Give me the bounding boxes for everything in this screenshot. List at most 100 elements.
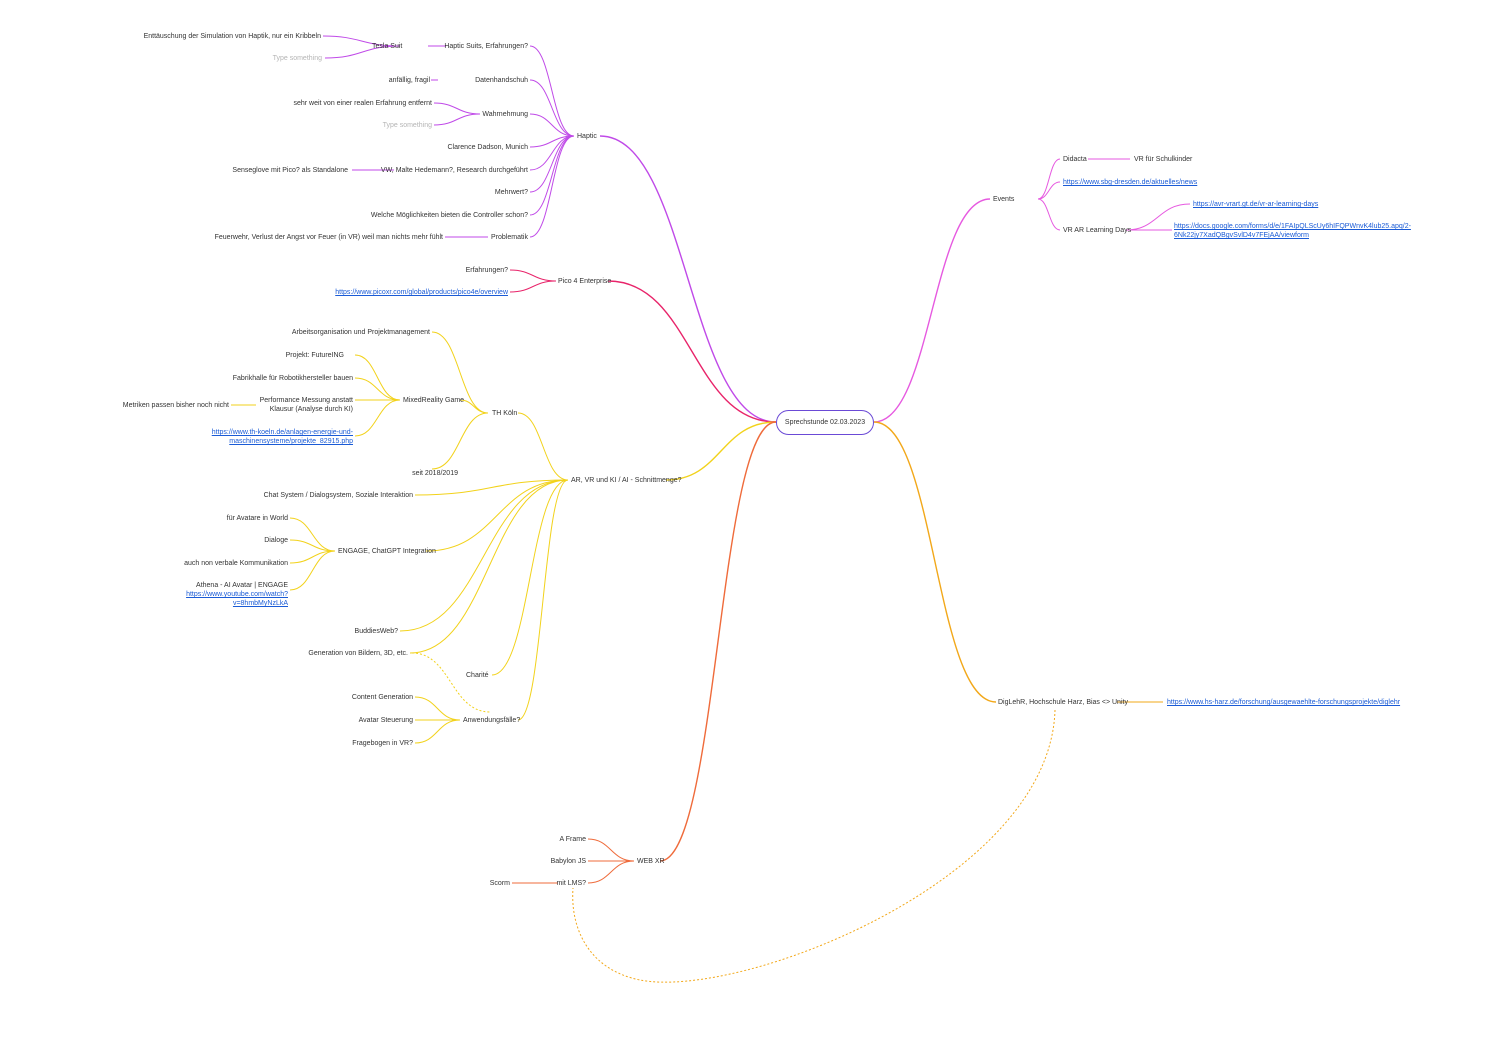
topic-th-koeln[interactable]: TH Köln xyxy=(492,410,518,417)
topic-ar-vr-ki[interactable]: AR, VR und KI / AI - Schnittmenge? xyxy=(571,477,682,484)
connector-31 xyxy=(354,399,401,437)
topic-vr-schulkinder[interactable]: VR für Schulkinder xyxy=(1134,156,1193,163)
topic-mixed-reality[interactable]: MixedReality Game xyxy=(403,397,465,404)
topic-fabrik[interactable]: Fabrikhalle für Robotikhersteller bauen xyxy=(232,375,353,382)
topic-generation[interactable]: Generation von Bildern, 3D, etc. xyxy=(308,650,408,657)
topic-avatare[interactable]: für Avatare in World xyxy=(226,515,288,522)
topic-controller[interactable]: Welche Möglichkeiten bieten die Controll… xyxy=(370,212,528,219)
athena-label: Athena - AI Avatar | ENGAGE xyxy=(196,582,288,589)
link-learning-days[interactable]: https://avr-vrart.gt.de/vr-ar-learning-d… xyxy=(1193,201,1319,208)
topic-diglehr[interactable]: DigLehR, Hochschule Harz, Bias <> Unity xyxy=(998,699,1128,706)
link-pico[interactable]: https://www.picoxr.com/global/products/p… xyxy=(335,289,508,296)
connector-38 xyxy=(289,550,336,591)
connector-4 xyxy=(873,198,991,423)
topic-charite[interactable]: Charité xyxy=(466,672,489,679)
connector-42 xyxy=(517,479,569,721)
topic-nonverbal[interactable]: auch non verbale Kommunikation xyxy=(184,560,288,567)
topic-vw[interactable]: VW, Malte Hedemann?, Research durchgefüh… xyxy=(380,167,528,174)
topic-pico-erfahrungen[interactable]: Erfahrungen? xyxy=(465,267,508,274)
topic-seit[interactable]: seit 2018/2019 xyxy=(412,470,458,477)
th-link-line-2: maschinensysteme/projekte_82915.php xyxy=(229,438,353,445)
link-th-koeln[interactable]: https://www.th-koeln.de/anlagen-energie-… xyxy=(190,428,353,446)
topic-content-generation[interactable]: Content Generation xyxy=(351,694,413,701)
connector-29 xyxy=(354,377,401,401)
link-sbg-dresden[interactable]: https://www.sbg-dresden.de/aktuelles/new… xyxy=(1063,179,1198,186)
performance-line-2: Klausur (Analyse durch KI) xyxy=(269,406,353,413)
central-topic[interactable]: Sprechstunde 02.03.2023 xyxy=(776,410,874,435)
note-datenhandschuh[interactable]: anfällig, fragil xyxy=(388,77,430,84)
topic-wahrnehmung[interactable]: Wahrnehmung xyxy=(482,111,528,118)
connector-11 xyxy=(529,135,575,193)
connector-18 xyxy=(433,102,481,115)
placeholder-wahrnehmung[interactable]: Type something xyxy=(382,122,432,129)
topic-anwendungsfaelle[interactable]: Anwendungsfälle? xyxy=(463,717,521,724)
connector-47 xyxy=(587,838,635,862)
topic-clarence[interactable]: Clarence Dadson, Munich xyxy=(447,144,528,151)
note-wahrnehmung[interactable]: sehr weit von einer realen Erfahrung ent… xyxy=(293,100,432,107)
connector-41 xyxy=(491,479,569,676)
topic-buddies[interactable]: BuddiesWeb? xyxy=(354,628,398,635)
link-diglehr[interactable]: https://www.hs-harz.de/forschung/ausgewa… xyxy=(1167,699,1401,706)
connector-43 xyxy=(414,696,461,721)
connector-24 xyxy=(517,412,569,481)
topic-problematik[interactable]: Problematik xyxy=(491,234,528,241)
connector-27 xyxy=(459,399,489,414)
topic-engage[interactable]: ENGAGE, ChatGPT Integration xyxy=(338,548,436,555)
connector-7 xyxy=(529,79,575,137)
connector-25 xyxy=(431,331,489,414)
note-tesla[interactable]: Enttäuschung der Simulation von Haptik, … xyxy=(143,33,321,40)
topic-avatar-steuerung[interactable]: Avatar Steuerung xyxy=(358,717,413,724)
placeholder-tesla[interactable]: Type something xyxy=(272,55,322,62)
topic-aframe[interactable]: A Frame xyxy=(559,836,586,843)
connector-55 xyxy=(1125,203,1191,231)
connector-53 xyxy=(1037,198,1061,231)
connector-5 xyxy=(873,421,997,703)
connector-3 xyxy=(659,421,777,862)
connector-19 xyxy=(433,113,481,126)
topic-haptic-suits[interactable]: Haptic Suits, Erfahrungen? xyxy=(444,43,528,50)
topic-web-xr[interactable]: WEB XR xyxy=(637,858,665,865)
connector-15 xyxy=(322,35,401,47)
topic-didacta[interactable]: Didacta xyxy=(1063,156,1087,163)
connector-12 xyxy=(529,135,575,216)
note-vw[interactable]: Senseglove mit Pico? als Standalone xyxy=(232,167,348,174)
connector-22 xyxy=(509,269,557,282)
topic-arbeits[interactable]: Arbeitsorganisation und Projektmanagemen… xyxy=(291,329,430,336)
performance-line-1: Performance Messung anstatt xyxy=(259,397,353,404)
central-topic-label: Sprechstunde 02.03.2023 xyxy=(784,419,866,426)
connector-28 xyxy=(354,354,401,401)
relation-diglehr-lms xyxy=(572,709,1056,983)
topic-scorm[interactable]: Scorm xyxy=(489,880,510,887)
youtube-link-line-1[interactable]: https://www.youtube.com/watch? xyxy=(186,591,288,598)
topic-lms[interactable]: mit LMS? xyxy=(556,880,586,887)
connector-46 xyxy=(411,652,491,713)
form-link-line-2: 6Nk22jy7XadQBgvSvlD4v7FEjAA/viewform xyxy=(1174,232,1309,239)
topic-dialoge[interactable]: Dialoge xyxy=(264,537,288,544)
topic-haptic[interactable]: Haptic xyxy=(577,133,597,140)
connector-51 xyxy=(1037,158,1061,200)
connector-49 xyxy=(587,860,635,884)
topic-chat-system[interactable]: Chat System / Dialogsystem, Soziale Inte… xyxy=(263,492,413,499)
form-link-line-1: https://docs.google.com/forms/d/e/1FAIpQ… xyxy=(1174,223,1411,230)
connector-13 xyxy=(529,135,575,238)
topic-athena[interactable]: Athena - AI Avatar | ENGAGE https://www.y… xyxy=(160,581,288,608)
connector-40 xyxy=(409,479,569,654)
link-google-form[interactable]: https://docs.google.com/forms/d/e/1FAIpQ… xyxy=(1174,222,1411,240)
topic-datenhandschuh[interactable]: Datenhandschuh xyxy=(475,77,528,84)
note-problematik[interactable]: Feuerwehr, Verlust der Angst vor Feuer (… xyxy=(214,234,443,241)
topic-pico[interactable]: Pico 4 Enterprise xyxy=(558,278,612,285)
topic-mehrwert[interactable]: Mehrwert? xyxy=(494,189,528,196)
topic-fragebogen[interactable]: Fragebogen in VR? xyxy=(352,740,413,747)
topic-projekt[interactable]: Projekt: FutureING xyxy=(285,352,344,359)
topic-tesla-suit[interactable]: Tesla Suit xyxy=(372,43,403,50)
connector-8 xyxy=(529,113,575,137)
connector-35 xyxy=(289,517,336,552)
topic-babylon[interactable]: Babylon JS xyxy=(550,858,586,865)
topic-events[interactable]: Events xyxy=(993,196,1015,203)
youtube-link-line-2[interactable]: v=8hmbMyNzLkA xyxy=(232,600,288,607)
note-metriken[interactable]: Metriken passen bisher noch nicht xyxy=(122,402,229,409)
topic-learning-days[interactable]: VR AR Learning Days xyxy=(1063,227,1132,234)
